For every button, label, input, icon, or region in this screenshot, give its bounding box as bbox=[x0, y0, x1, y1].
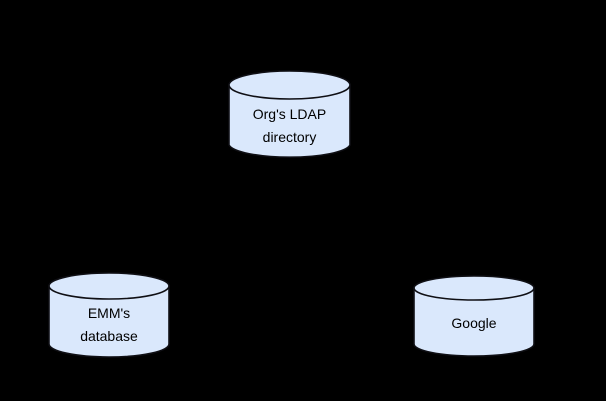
node-org-ldap-directory[interactable]: Org's LDAP directory bbox=[228, 70, 351, 160]
database-cylinder-icon bbox=[413, 275, 535, 357]
database-cylinder-icon bbox=[228, 70, 351, 159]
node-google[interactable]: Google bbox=[413, 275, 535, 357]
node-emm-database[interactable]: EMM's database bbox=[48, 272, 170, 358]
database-cylinder-icon bbox=[48, 272, 170, 358]
